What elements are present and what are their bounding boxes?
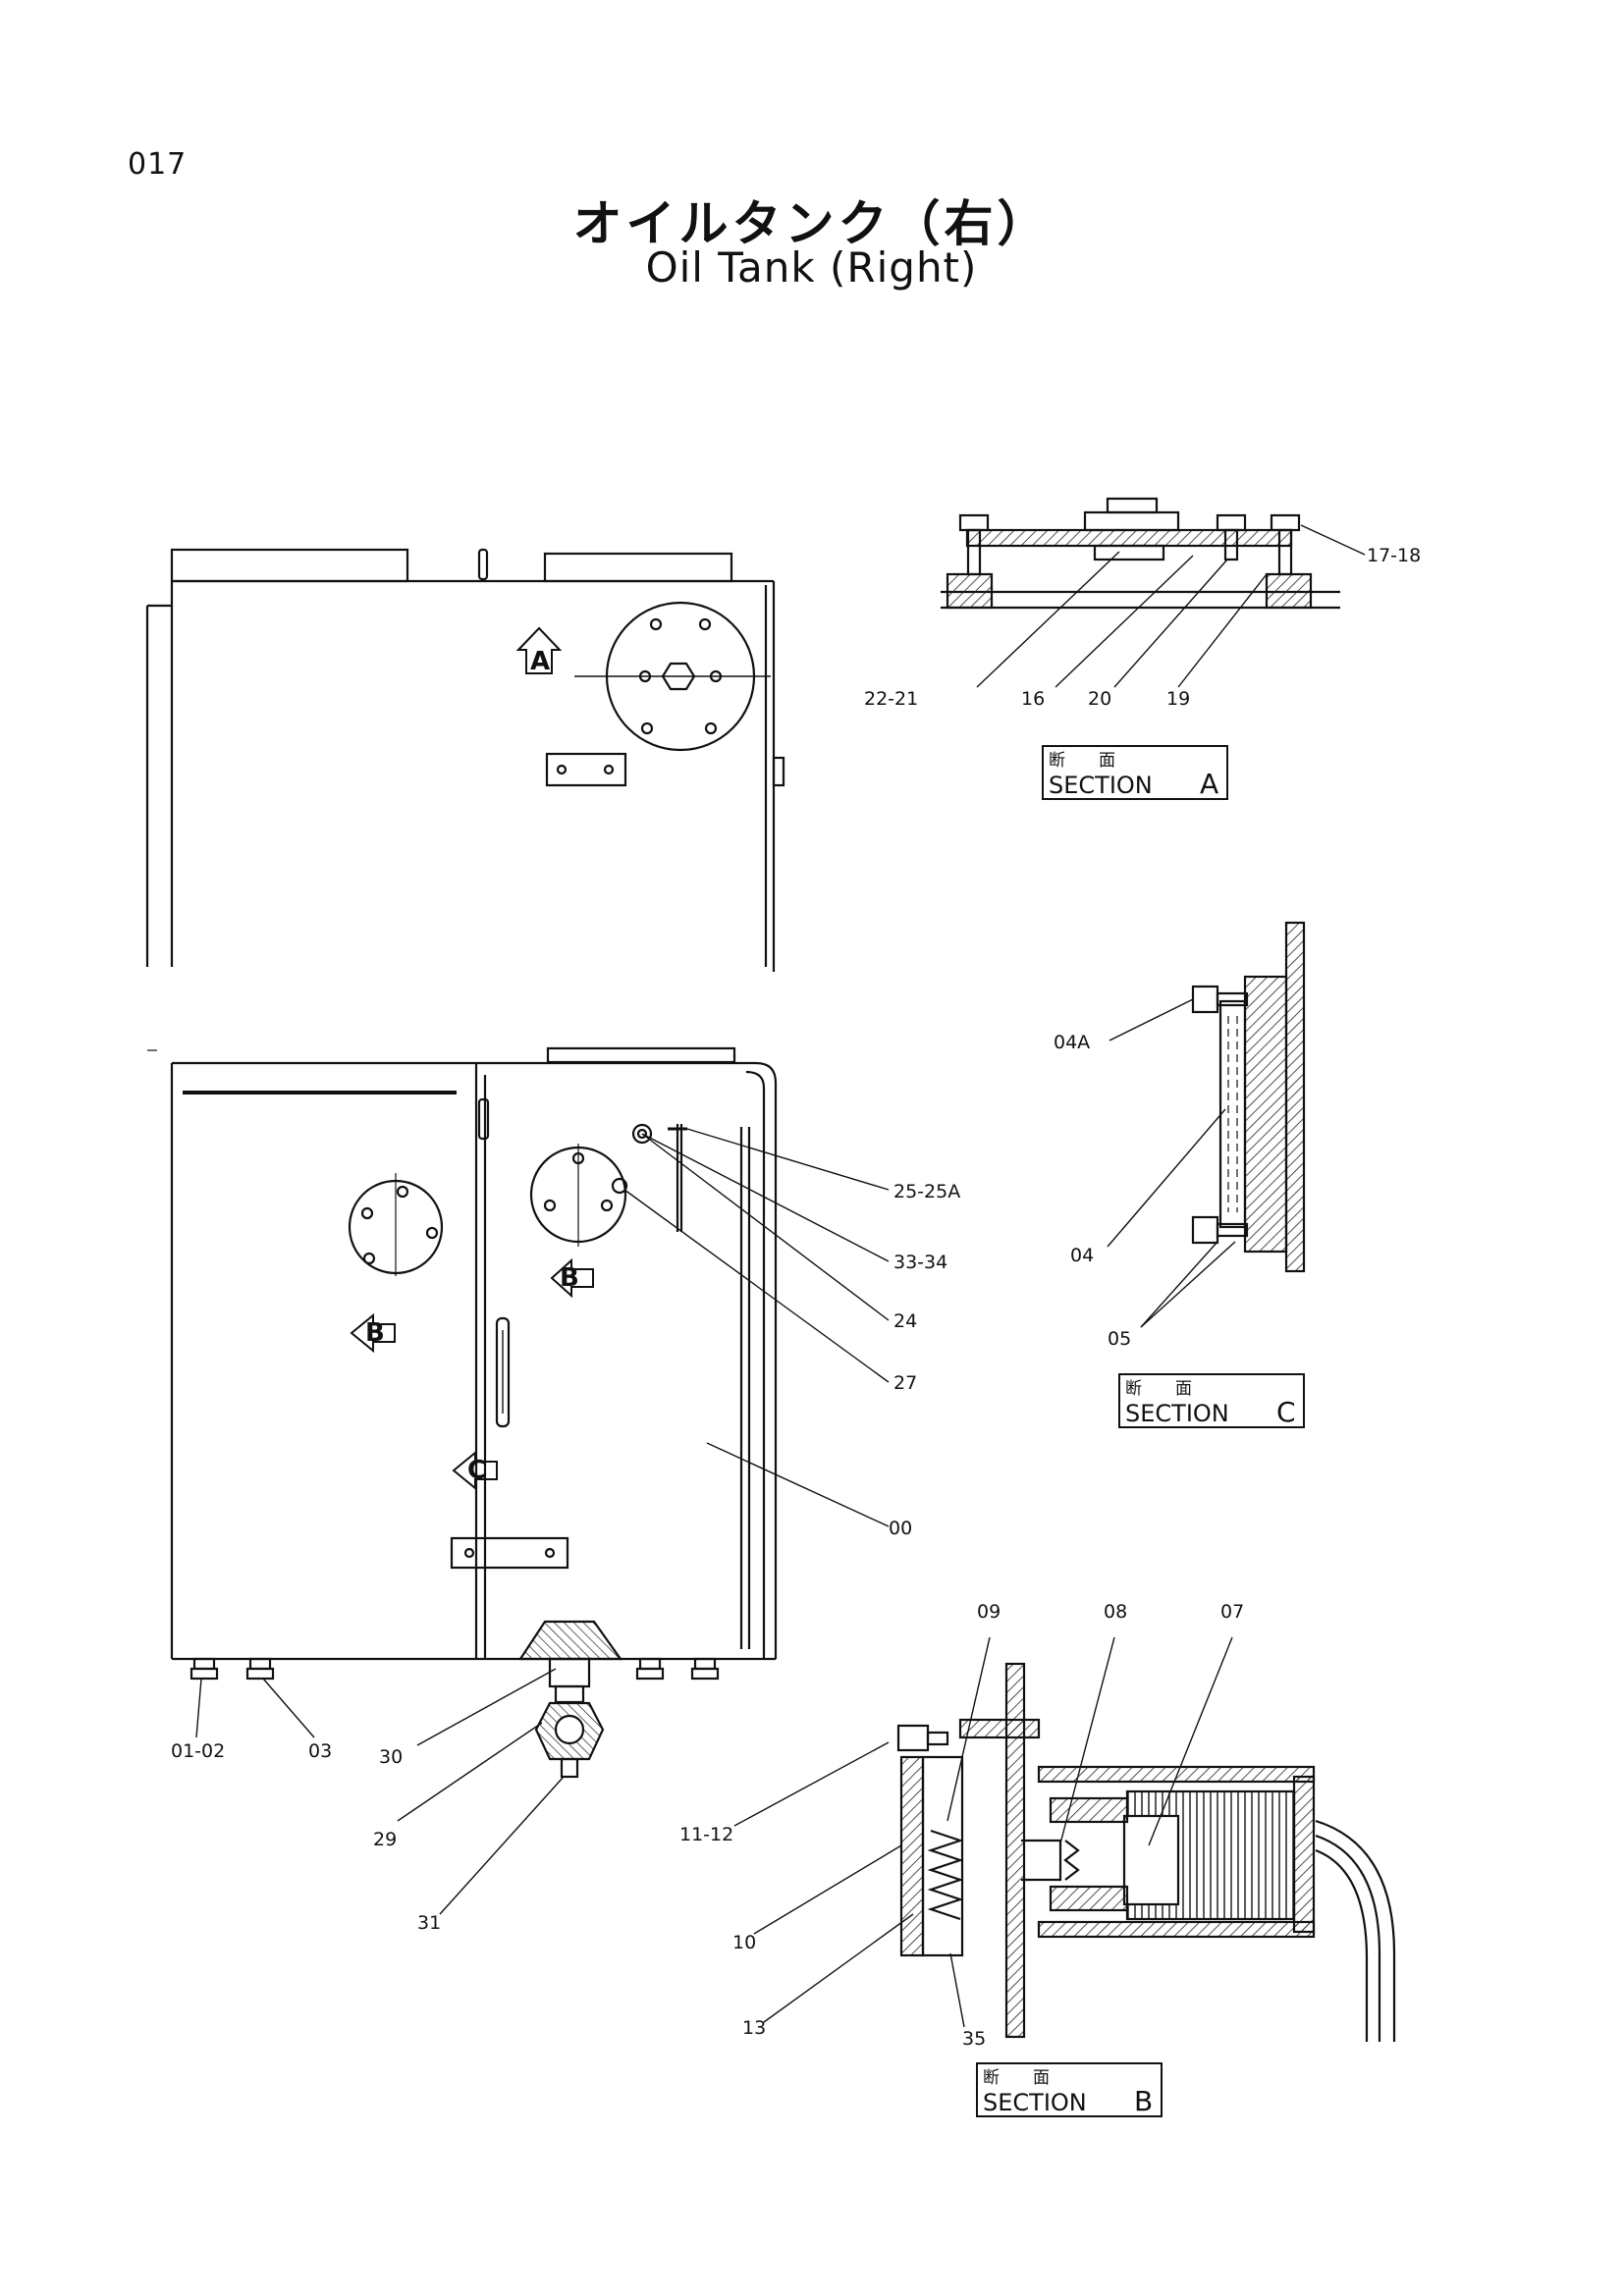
section-a-leaders <box>976 524 1366 688</box>
part-label-10: 10 <box>732 1932 756 1953</box>
section-b-jp: 断 面 <box>983 2068 1050 2088</box>
part-label-08: 08 <box>1104 1601 1127 1623</box>
part-label-25-25a: 25-25A <box>893 1181 960 1202</box>
part-label-13: 13 <box>742 2017 766 2039</box>
section-a-jp: 断 面 <box>1049 751 1115 771</box>
tank-top-view <box>145 548 785 972</box>
section-b-label: SECTION <box>983 2089 1087 2116</box>
part-label-22-21: 22-21 <box>864 688 918 710</box>
part-label-04a: 04A <box>1054 1032 1090 1053</box>
section-c-letter: C <box>1276 1396 1296 1428</box>
section-a-box <box>1042 745 1228 800</box>
part-label-29: 29 <box>373 1829 397 1850</box>
part-label-16: 16 <box>1021 688 1045 710</box>
title-english: Oil Tank (Right) <box>645 243 978 292</box>
view-marker-c: C <box>467 1456 486 1485</box>
view-arrow-b-icon-1 <box>550 1257 594 1299</box>
section-c-detail <box>1191 921 1306 1273</box>
view-marker-a: A <box>530 647 550 676</box>
tank-side-view <box>147 1046 778 1779</box>
section-c-leaders <box>1107 998 1236 1328</box>
part-label-20: 20 <box>1088 688 1111 710</box>
part-label-07: 07 <box>1220 1601 1244 1623</box>
view-arrow-a-icon <box>515 626 563 674</box>
title-japanese: オイルタンク（右） <box>572 195 1051 252</box>
part-label-03: 03 <box>308 1740 332 1762</box>
section-b-detail <box>896 1662 1396 2042</box>
section-c-label: SECTION <box>1125 1400 1229 1427</box>
view-marker-b-2: B <box>365 1318 385 1348</box>
view-marker-b-1: B <box>560 1263 579 1293</box>
part-label-01-02: 01-02 <box>171 1740 225 1762</box>
section-a-label: SECTION <box>1049 772 1153 799</box>
part-label-09: 09 <box>977 1601 1001 1623</box>
part-label-00: 00 <box>889 1518 912 1539</box>
section-a-detail <box>941 497 1340 610</box>
part-label-30: 30 <box>379 1746 403 1768</box>
part-label-35: 35 <box>962 2028 986 2050</box>
section-a-letter: A <box>1200 768 1218 800</box>
page-number: 017 <box>128 147 188 182</box>
section-b-box <box>976 2062 1163 2117</box>
section-c-box <box>1118 1373 1305 1428</box>
section-c-jp: 断 面 <box>1125 1379 1192 1399</box>
view-arrow-c-icon <box>452 1450 498 1491</box>
view-arrow-b-icon-2 <box>350 1312 396 1354</box>
side-view-leaders <box>195 1128 890 1915</box>
part-label-24: 24 <box>893 1310 917 1332</box>
part-label-17-18: 17-18 <box>1367 545 1421 566</box>
part-label-11-12: 11-12 <box>679 1824 733 1845</box>
part-label-31: 31 <box>417 1912 441 1934</box>
part-label-04: 04 <box>1070 1245 1094 1266</box>
part-label-19: 19 <box>1166 688 1190 710</box>
part-label-05: 05 <box>1108 1328 1131 1350</box>
part-label-27: 27 <box>893 1372 917 1394</box>
section-b-leaders <box>733 1636 1233 2028</box>
part-label-33-34: 33-34 <box>893 1252 947 1273</box>
section-b-letter: B <box>1134 2085 1153 2117</box>
